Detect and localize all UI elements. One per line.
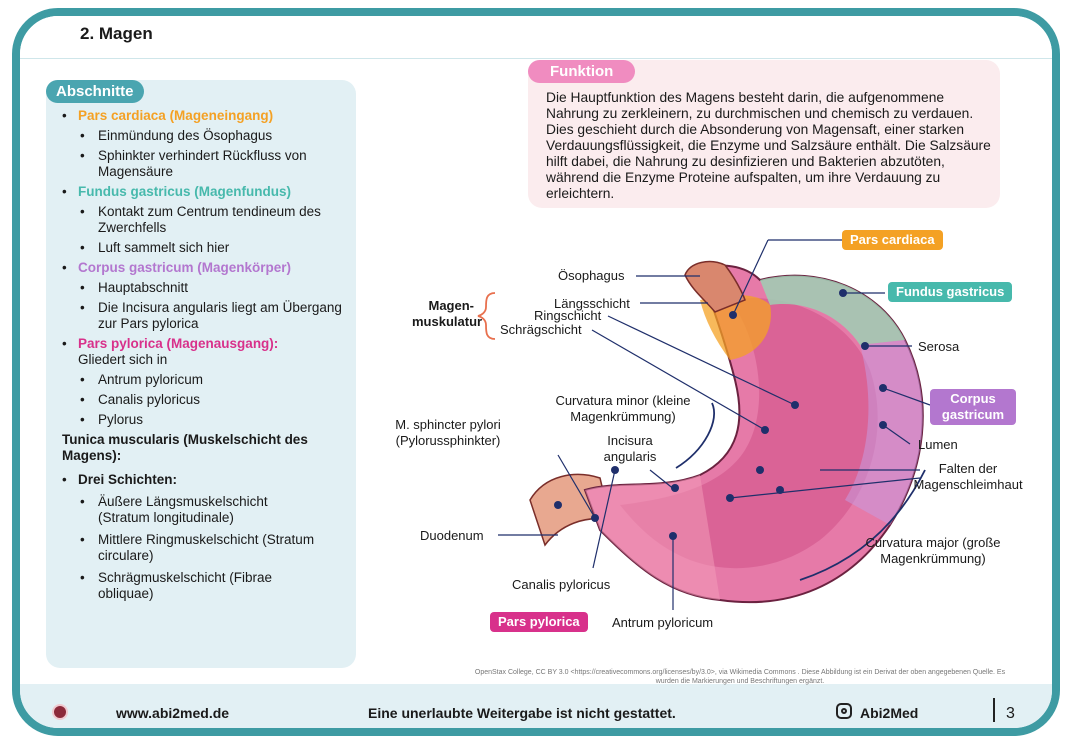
label-ringschicht: Ringschicht	[534, 308, 602, 323]
label-schraegschicht: Schrägschicht	[500, 322, 582, 337]
function-pill: Funktion	[528, 60, 636, 83]
footer-instagram[interactable]: Abi2Med	[860, 705, 919, 721]
curvatura-major-arrow	[799, 469, 926, 581]
list-item: Schrägmuskelschicht (Fibrae obliquae)	[78, 570, 318, 602]
label-curvatura-major: Curvatura major (große Magenkrümmung)	[865, 535, 1001, 566]
label-incisura: Incisura angularis	[603, 433, 657, 464]
sections-list: Pars cardiaca (Mageneingang) Einmündung …	[62, 108, 352, 432]
fundus-region	[760, 275, 905, 345]
footer-website[interactable]: www.abi2med.de	[116, 705, 230, 721]
tag-fundus-gastricus: Fundus gastricus	[888, 282, 1013, 302]
label-antrum: Antrum pyloricum	[612, 615, 714, 630]
list-item: Mittlere Ringmuskelschicht (Stratum circ…	[78, 532, 318, 564]
section-pylorica: Pars pylorica (Magenausgang): Gliedert s…	[62, 336, 352, 428]
tunica-heading: Tunica muscularis (Muskelschicht des Mag…	[62, 432, 308, 463]
list-item: Sphinkter verhindert Rückfluss von Magen…	[78, 148, 352, 180]
section-head: Pars cardiaca (Mageneingang)	[78, 108, 274, 123]
drei-item: Drei Schichten: Äußere Längsmuskelschich…	[62, 472, 332, 602]
list-item: Einmündung des Ösophagus	[78, 128, 352, 144]
tag-pars-cardiaca: Pars cardiaca	[842, 230, 943, 250]
instagram-icon	[836, 703, 852, 719]
list-item: Äußere Längsmuskelschicht (Stratum longi…	[78, 494, 318, 526]
layers-list: Drei Schichten: Äußere Längsmuskelschich…	[62, 472, 332, 606]
label-laengsschicht: Längsschicht	[554, 296, 630, 311]
footer-warning: Eine unerlaubte Weitergabe ist nicht ges…	[368, 705, 676, 721]
footer-bar	[20, 684, 1052, 728]
page-number: 3	[1006, 705, 1015, 722]
list-item: Die Incisura angularis liegt am Übergang…	[78, 300, 352, 332]
label-serosa: Serosa	[918, 339, 960, 354]
drei-heading: Drei Schichten:	[78, 472, 178, 487]
corpus-region	[845, 340, 923, 525]
function-text: Die Hauptfunktion des Magens besteht dar…	[546, 90, 991, 201]
section-head: Fundus gastricus (Magenfundus)	[78, 184, 292, 199]
pyloric-region	[585, 475, 720, 600]
muscle-brace	[477, 292, 496, 340]
list-item: Luft sammelt sich hier	[78, 240, 352, 256]
tag-pars-pylorica: Pars pylorica	[490, 612, 588, 632]
label-magenmuskulatur: Magen-muskulatur	[412, 298, 483, 329]
image-credit: OpenStax College, CC BY 3.0 <https://cre…	[474, 669, 1006, 685]
label-falten: Falten der Magenschleimhaut	[913, 461, 1023, 492]
label-sphincter: M. sphincter pylori (Pylorussphinkter)	[395, 417, 501, 448]
oesophagus-shape	[684, 260, 746, 313]
list-item: Hauptabschnitt	[78, 280, 352, 296]
label-canalis: Canalis pyloricus	[512, 577, 611, 592]
section-cardiaca: Pars cardiaca (Mageneingang) Einmündung …	[62, 108, 352, 180]
sections-pill: Abschnitte	[46, 80, 144, 103]
header-bar	[20, 16, 1052, 59]
section-head-suffix: Gliedert sich in	[78, 352, 168, 367]
abi2med-logo-icon	[52, 704, 68, 720]
label-lumen: Lumen	[918, 437, 958, 452]
tag-corpus-gastricum: Corpus gastricum	[930, 389, 1016, 425]
label-duodenum: Duodenum	[420, 528, 484, 543]
curvatura-minor-arrow	[675, 402, 716, 469]
function-card	[528, 60, 1000, 208]
label-curvatura-minor: Curvatura minor (kleine Magenkrümmung)	[555, 393, 691, 424]
section-head: Pars pylorica (Magenausgang):	[78, 336, 279, 351]
leader-lines	[498, 239, 931, 610]
marker-dots	[554, 289, 887, 540]
list-item: Canalis pyloricus	[78, 392, 352, 408]
footer-divider	[993, 698, 995, 722]
label-oesophagus: Ösophagus	[558, 268, 625, 283]
list-item: Pylorus	[78, 412, 352, 428]
section-fundus: Fundus gastricus (Magenfundus) Kontakt z…	[62, 184, 352, 256]
section-corpus: Corpus gastricum (Magenkörper) Hauptabsc…	[62, 260, 352, 332]
section-head: Corpus gastricum (Magenkörper)	[78, 260, 292, 275]
list-item: Antrum pyloricum	[78, 372, 352, 388]
list-item: Kontakt zum Centrum tendineum des Zwerch…	[78, 204, 352, 236]
page-title: 2. Magen	[80, 24, 153, 43]
